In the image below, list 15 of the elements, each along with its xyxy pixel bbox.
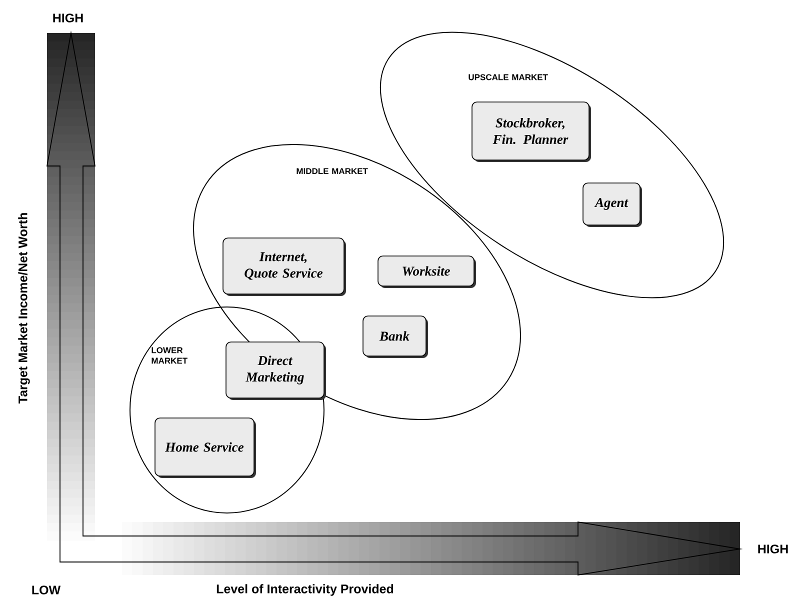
axis-title: Target Market Income/Net Worth bbox=[18, 213, 30, 404]
channel-box: Bank bbox=[362, 316, 428, 358]
axis-label: HIGH bbox=[758, 544, 788, 554]
channel-box: Stockbroker, Fin. Planner bbox=[472, 102, 591, 162]
axis-title: Level of Interactivity Provided bbox=[216, 584, 394, 596]
channel-box: Internet, Quote Service bbox=[222, 238, 346, 296]
region-heading: LOWER MARKET bbox=[152, 347, 188, 364]
region-heading: UPSCALE MARKET bbox=[468, 74, 548, 80]
channel-box: Worksite bbox=[378, 256, 476, 288]
axis-label: HIGH bbox=[53, 14, 83, 22]
channel-box: Direct Marketing bbox=[226, 342, 326, 400]
region-heading: MIDDLE MARKET bbox=[296, 168, 368, 174]
channel-box: Home Service bbox=[154, 418, 256, 478]
channel-box: Agent bbox=[582, 182, 642, 227]
axis-label: LOW bbox=[32, 586, 61, 594]
